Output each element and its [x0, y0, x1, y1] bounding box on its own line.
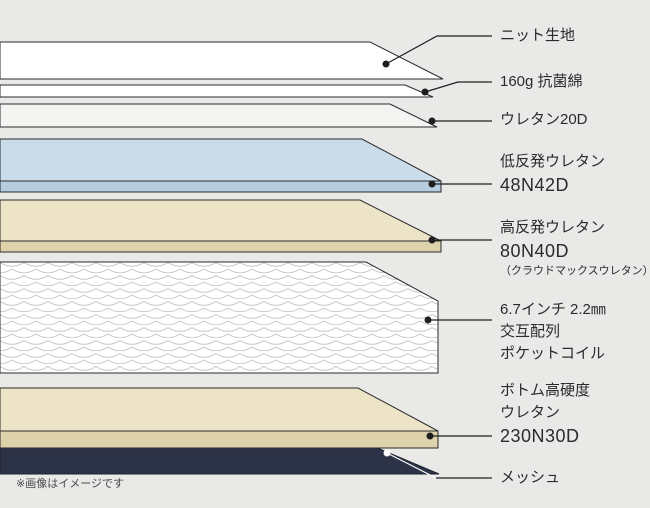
layer-urethane-20d-shape	[0, 103, 438, 128]
label-spec: 48N42D	[500, 175, 570, 195]
label-text-line3: ポケットコイル	[500, 345, 606, 362]
label-knit-fabric: ニット生地	[500, 25, 575, 47]
label-text: 6.7インチ 2.2㎜	[500, 301, 606, 318]
dot-knit-fabric	[382, 60, 390, 68]
layer-knit-fabric-shape	[0, 41, 444, 80]
leader-knit-fabric	[385, 35, 492, 65]
dot-mesh	[383, 449, 391, 457]
dot-low-resilience	[428, 180, 436, 188]
leader-antibacterial-cotton	[424, 81, 492, 93]
label-low-resilience-urethane: 低反発ウレタン 48N42D	[500, 151, 605, 197]
label-mesh: メッシュ	[500, 467, 560, 489]
label-text: 160g 抗菌綿	[500, 73, 583, 90]
label-text: メッシュ	[500, 469, 561, 486]
label-text-line2: ウレタン	[500, 404, 561, 421]
label-spec: 230N30D	[500, 426, 580, 446]
leader-lines	[385, 35, 492, 479]
label-text: 高反発ウレタン	[500, 219, 606, 236]
dot-high-resilience	[428, 236, 436, 244]
leader-dots	[382, 60, 436, 457]
layer-antibacterial-cotton-shape	[0, 84, 434, 98]
layer-low-resilience-urethane-shape	[0, 138, 442, 193]
label-spec: 80N40D	[500, 241, 570, 261]
leader-mesh-diagonal	[386, 452, 437, 479]
dot-antibacterial-cotton	[421, 88, 429, 96]
label-sub-text: （クラウドマックスウレタン）	[500, 265, 650, 277]
image-disclaimer-note: ※画像はイメージです	[16, 478, 124, 490]
dot-bottom-urethane	[426, 432, 434, 440]
layer-pocket-coil-shape	[0, 261, 439, 374]
layer-bottom-urethane-shape	[0, 387, 439, 449]
label-text-line2: 交互配列	[500, 323, 561, 340]
label-text: ウレタン20D	[500, 111, 588, 128]
label-high-resilience-urethane: 高反発ウレタン 80N40D （クラウドマックスウレタン）	[500, 217, 650, 279]
dot-urethane-20d	[428, 117, 436, 125]
dot-pocket-coil	[424, 316, 432, 324]
label-antibacterial-cotton: 160g 抗菌綿	[500, 71, 583, 93]
label-urethane-20d: ウレタン20D	[500, 109, 588, 131]
label-pocket-coil: 6.7インチ 2.2㎜ 交互配列 ポケットコイル	[500, 299, 606, 365]
label-text: ボトム高硬度	[500, 382, 591, 399]
layer-high-resilience-urethane-shape	[0, 199, 442, 253]
label-text: ニット生地	[500, 27, 576, 44]
label-bottom-urethane: ボトム高硬度 ウレタン 230N30D	[500, 380, 590, 448]
label-text: 低反発ウレタン	[500, 153, 606, 170]
